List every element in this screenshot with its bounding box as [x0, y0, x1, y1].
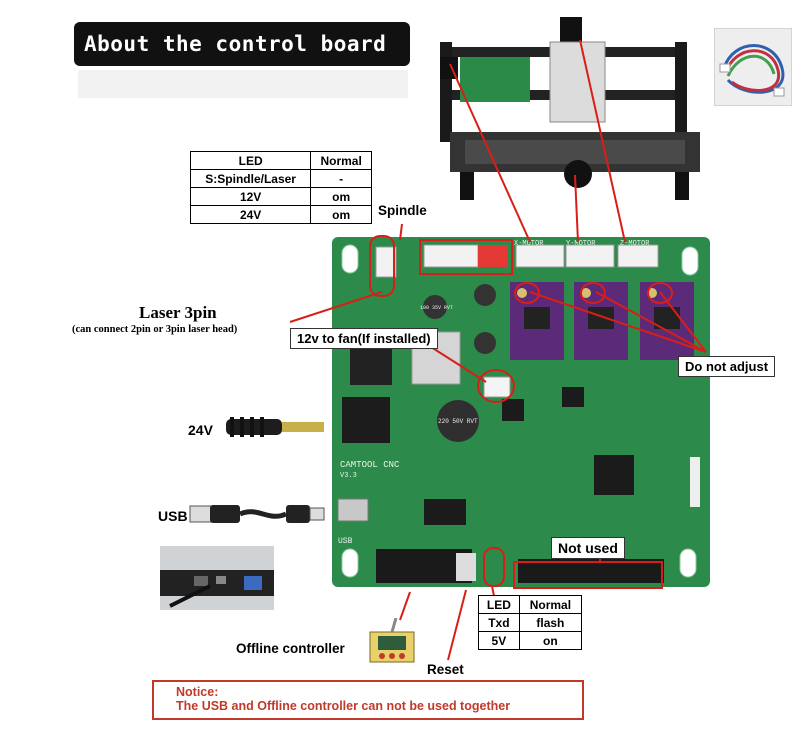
not-used-label: Not used: [551, 537, 625, 559]
table-header: LED: [478, 595, 520, 614]
do-not-adjust-label: Do not adjust: [678, 356, 776, 377]
title-shadow: [78, 70, 408, 98]
laser-3pin-label: Laser 3pin: [139, 303, 217, 322]
usb-cable-icon: [189, 505, 325, 523]
page-title: About the control board: [84, 32, 387, 56]
table-cell: 5V: [478, 631, 520, 650]
big-capacitor-text: 220 50V RVT: [438, 418, 478, 425]
reset-label: Reset: [427, 662, 464, 677]
24v-label: 24V: [188, 422, 213, 438]
small-capacitor-text: 100 35V RVT: [420, 305, 453, 311]
table-cell: 12V: [189, 187, 312, 206]
board-version-text: V3.3: [340, 472, 357, 480]
cable-image: [714, 28, 792, 106]
table-cell: Txd: [478, 613, 520, 632]
table-cell: 24V: [189, 205, 312, 224]
board-usb-text: USB: [338, 537, 353, 546]
laptop-port-image: [160, 546, 274, 610]
board-brand-text: CAMTOOL CNC: [340, 460, 400, 470]
y-motor-text: Y-MOTOR: [566, 240, 596, 248]
title-banner: [74, 22, 410, 66]
table-cell: on: [518, 631, 583, 650]
spindle-label: Spindle: [378, 203, 427, 218]
table-cell: flash: [518, 613, 583, 632]
laser-note-label: (can connect 2pin or 3pin laser head): [72, 324, 238, 335]
usb-label: USB: [158, 508, 188, 524]
led-table-bottom: LED Normal Txd flash 5V on: [478, 595, 583, 650]
notice-title: Notice:: [176, 685, 219, 699]
z-motor-text: Z-MOTOR: [620, 240, 650, 248]
offline-controller-image: [369, 618, 415, 663]
notice-text: The USB and Offline controller can not b…: [176, 699, 511, 713]
fan-label: 12v to fan(If installed): [290, 328, 438, 349]
table-cell: om: [310, 205, 372, 224]
offline-controller-label: Offline controller: [236, 641, 345, 656]
power-plug-icon: [226, 417, 324, 437]
table-header: Normal: [518, 595, 583, 614]
notice-box: Notice: The USB and Offline controller c…: [152, 680, 584, 720]
led-table-top: LED Normal S:Spindle/Laser - 12V om 24V …: [189, 151, 372, 224]
x-motor-text: X-MOTOR: [514, 240, 544, 248]
